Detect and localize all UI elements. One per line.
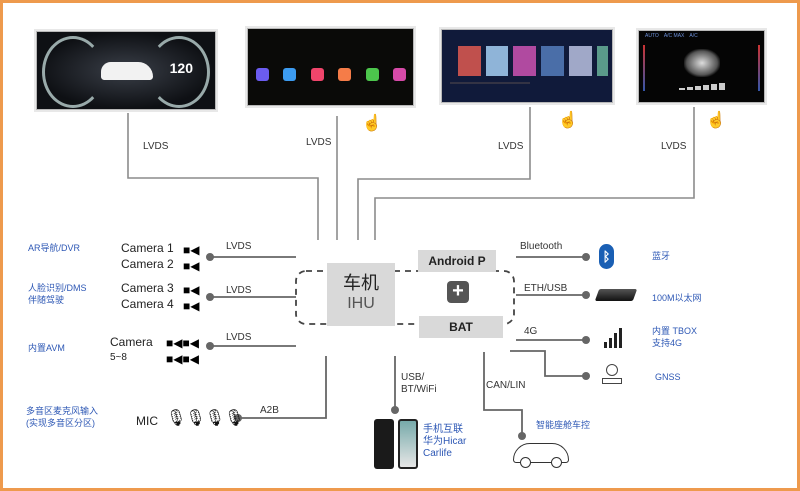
wire-display-3 xyxy=(357,107,531,240)
touch-hand-icon: ☝ xyxy=(362,115,382,132)
camera-icons: ■◀ ■◀ xyxy=(183,282,199,314)
camera-icon: ■◀ xyxy=(183,299,200,313)
fan-level-bars[interactable] xyxy=(679,83,725,90)
bluetooth-icon: ᛒ xyxy=(599,244,614,269)
camera-icons: ■◀■◀ ■◀■◀ xyxy=(166,335,199,367)
instrument-cluster-screen: 120 xyxy=(36,31,216,110)
can-link-label: CAN/LIN xyxy=(486,380,526,391)
seat-airflow-image xyxy=(684,49,720,77)
speed-readout: 120 xyxy=(169,60,193,76)
input-label-ar-dvr: AR导航/DVR xyxy=(28,243,81,253)
bt-link-label: Bluetooth xyxy=(520,241,563,252)
bat-box: BAT xyxy=(419,316,503,338)
speed-gauge-left xyxy=(42,36,104,108)
temp-slider-right[interactable] xyxy=(758,45,760,91)
camera-icon: ■◀ xyxy=(183,243,200,257)
touch-hand-icon: ☝ xyxy=(706,112,726,129)
camera-group-3: Camera 5~8 xyxy=(110,335,153,363)
output-label-ethernet: 100M以太网 xyxy=(652,293,702,303)
touch-hand-icon: ☝ xyxy=(558,112,578,129)
camera-icons: ■◀ ■◀ xyxy=(183,242,199,274)
camera-icon: ■◀■◀ xyxy=(166,352,199,366)
media-card[interactable] xyxy=(485,46,509,76)
router-icon xyxy=(594,289,638,301)
camera-icon: ■◀ xyxy=(183,283,200,297)
cam58-link-label: LVDS xyxy=(226,332,252,343)
cam12-link-label: LVDS xyxy=(226,241,252,252)
media-card-row xyxy=(458,46,609,76)
media-screen[interactable] xyxy=(441,29,613,103)
car-image xyxy=(101,62,153,80)
camera-group-1: Camera 1 Camera 2 xyxy=(121,241,174,271)
input-label-mic: 多音区麦克风输入(实现多音区分区) xyxy=(26,406,99,428)
wire-gnss xyxy=(510,350,586,377)
climate-screen[interactable]: AUTO A/C MAX A/C xyxy=(638,30,765,103)
app-icon[interactable] xyxy=(310,68,324,81)
app-icon[interactable] xyxy=(365,68,379,81)
gnss-icon xyxy=(602,364,622,386)
car-control-label: 智能座舱车控 xyxy=(536,420,591,430)
ihu-cn-label: 车机 xyxy=(343,273,379,293)
wire-can xyxy=(483,352,523,436)
wire-mic xyxy=(240,356,327,419)
phone-icon xyxy=(374,419,394,469)
display-1-link-label: LVDS xyxy=(143,141,169,152)
phone-link-label: USB/BT/WiFi xyxy=(401,372,437,395)
temp-slider-left[interactable] xyxy=(643,45,645,91)
wire-display-1 xyxy=(127,113,319,240)
4g-link-label: 4G xyxy=(524,326,538,337)
speed-gauge-right xyxy=(148,36,210,108)
camera-group-2: Camera 3 Camera 4 xyxy=(121,281,174,311)
output-label-gnss: GNSS xyxy=(655,372,681,382)
android-box: Android P xyxy=(418,250,496,272)
output-label-bluetooth: 蓝牙 xyxy=(652,251,671,261)
eth-link-label: ETH/USB xyxy=(524,283,568,294)
mic-label: MIC xyxy=(136,414,158,428)
media-card[interactable] xyxy=(596,46,609,76)
app-icon[interactable] xyxy=(256,68,269,81)
ihu-box: 车机 IHU xyxy=(327,263,395,326)
phone-screen-icon xyxy=(398,419,418,469)
media-card[interactable] xyxy=(513,46,537,76)
app-icon-row xyxy=(256,68,406,82)
display-3-link-label: LVDS xyxy=(498,141,524,152)
ihu-en-label: IHU xyxy=(347,295,375,312)
climate-buttons: AUTO A/C MAX A/C xyxy=(645,33,698,39)
media-card[interactable] xyxy=(568,46,592,76)
media-card[interactable] xyxy=(541,46,564,76)
mic-icons: 🎙🎙🎙🎙 xyxy=(166,410,244,427)
ac-button[interactable]: A/C xyxy=(689,33,698,39)
display-4-link-label: LVDS xyxy=(661,141,687,152)
mic-link-label: A2B xyxy=(260,405,279,416)
camera-icon: ■◀ xyxy=(183,259,200,273)
display-2-link-label: LVDS xyxy=(306,137,332,148)
app-icon[interactable] xyxy=(338,68,352,81)
signal-icon xyxy=(604,328,622,348)
ihu-boundary xyxy=(295,270,515,325)
auto-button[interactable]: AUTO xyxy=(645,33,659,39)
app-icon[interactable] xyxy=(392,68,406,81)
media-card[interactable] xyxy=(458,46,481,76)
ac-max-button[interactable]: A/C MAX xyxy=(663,33,685,39)
input-label-avm: 内置AVM xyxy=(28,343,65,353)
progress-bar[interactable] xyxy=(450,82,530,84)
plus-icon: + xyxy=(447,281,469,303)
car-icon xyxy=(513,443,569,468)
wire-display-4 xyxy=(374,107,695,240)
cam34-link-label: LVDS xyxy=(226,285,252,296)
camera-icon: ■◀■◀ xyxy=(166,336,199,350)
app-icon[interactable] xyxy=(283,68,297,81)
center-home-screen[interactable] xyxy=(247,28,414,106)
